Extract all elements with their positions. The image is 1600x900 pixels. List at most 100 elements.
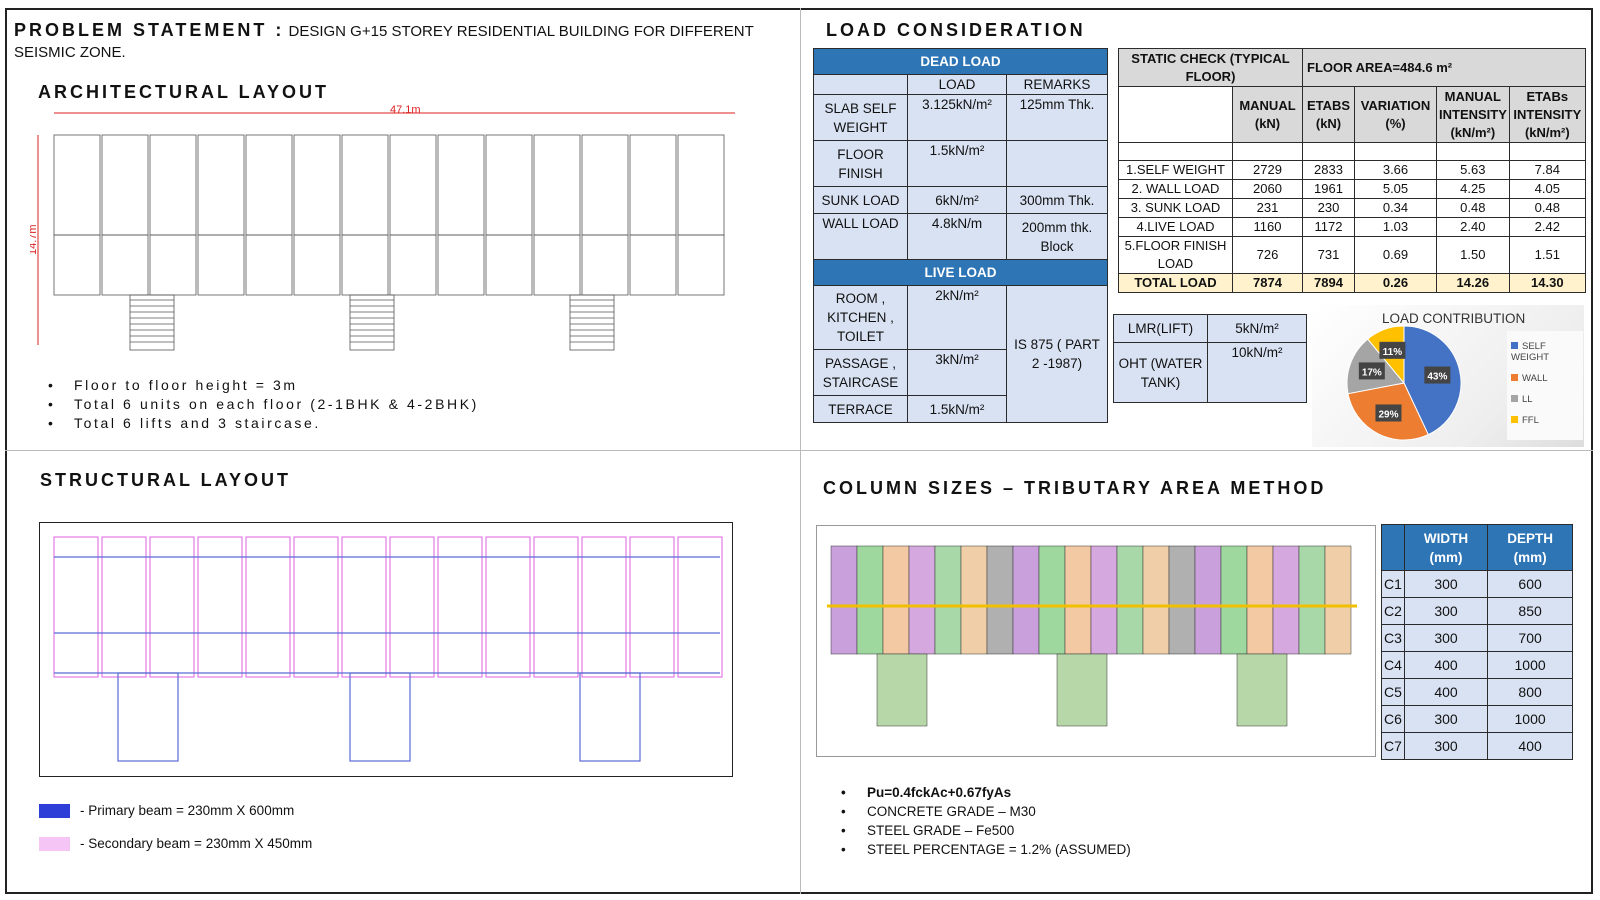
plan-stair [129,294,175,351]
stair-core [117,672,179,762]
slide-frame [5,8,1593,894]
extra-row-name: OHT (WATER TANK) [1113,342,1208,403]
plan-stair [569,294,615,351]
column-cell: 400 [1403,678,1489,706]
column-cell: 1000 [1487,705,1573,733]
extra-row-load: 5kN/m² [1207,314,1307,343]
secondary-beam [53,536,99,678]
column-cell: 850 [1487,597,1573,625]
arch-width-dimension: 47.1m [390,105,421,116]
static-cell: 231 [1232,198,1303,218]
plan-room [101,134,149,236]
tributary-panel [960,545,988,655]
secondary-beam [629,536,675,678]
live-load-caption: LIVE LOAD [813,259,1108,286]
secondary-beam [293,536,339,678]
pie-label-bg [1424,366,1451,384]
column-cell: C2 [1381,597,1405,625]
plan-room [485,134,533,236]
dead-row-load: 1.5kN/m² [907,140,1007,187]
column-cell: C7 [1381,732,1405,760]
pie-svg: 43%29%17%11% [1346,325,1462,441]
column-cell: C1 [1381,570,1405,598]
column-cell: 600 [1487,570,1573,598]
secondary-beam [149,536,195,678]
plan-room [533,234,581,296]
secondary-beam [341,536,387,678]
arch-height-dimension: 14.7m [30,224,39,255]
static-cell: 2.42 [1508,217,1587,237]
secondary-beam-label: - Secondary beam = 230mm X 450mm [80,836,313,851]
legend-swatch [1511,416,1518,423]
tributary-panel [830,545,858,655]
tributary-panel [1272,545,1300,655]
plan-room [149,234,197,296]
live-row-load: 1.5kN/m² [907,395,1007,423]
column-bullet-list: Pu=0.4fckAc+0.67fyAs CONCRETE GRADE – M3… [841,783,1131,859]
lmr-oht-table: LMR(LIFT)5kN/m² OHT (WATER TANK)10kN/m² [1113,314,1307,403]
plan-room [437,234,485,296]
tributary-panel [876,653,928,727]
column-cell: 300 [1403,597,1489,625]
column-cell: 1000 [1487,651,1573,679]
static-cell: 1.SELF WEIGHT [1118,160,1233,180]
legend-entry: WALL [1511,373,1579,384]
arch-bullet: Total 6 lifts and 3 staircase. [48,414,479,433]
dead-load-caption: DEAD LOAD [813,48,1108,75]
plan-room [53,134,101,236]
plan-room [245,134,293,236]
live-row-load: 3kN/m² [907,349,1007,396]
tributary-panel [1168,545,1196,655]
tributary-panel [1220,545,1248,655]
tributary-panel [1236,653,1288,727]
structural-title: STRUCTURAL LAYOUT [40,470,292,490]
secondary-beam [677,536,723,678]
plan-room [437,134,485,236]
column-cell: 300 [1403,570,1489,598]
pie-data-label: 17% [1362,367,1382,378]
plan-room [581,134,629,236]
pie-data-label: 43% [1427,372,1447,383]
static-cell: 1172 [1302,217,1355,237]
column-cell: C6 [1381,705,1405,733]
legend-label: WALL [1522,373,1548,384]
tributary-panel [934,545,962,655]
floor-area: FLOOR AREA=484.6 m² [1302,48,1586,87]
problem-text: DESIGN G+15 STOREY RESIDENTIAL BUILDING … [14,23,754,61]
arch-bullet-list: Floor to floor height = 3m Total 6 units… [48,376,479,433]
tributary-area-drawing [816,525,1376,757]
secondary-beam-legend: - Secondary beam = 230mm X 450mm [39,836,313,852]
dead-row-remarks: 200mm thk. Block [1006,213,1108,260]
secondary-beam [197,536,243,678]
stair-core [579,672,641,762]
column-cell: C3 [1381,624,1405,652]
dead-row-name: SLAB SELF WEIGHT [813,94,908,141]
plan-room [341,234,389,296]
static-check-table: STATIC CHECK (TYPICAL FLOOR)FLOOR AREA=4… [1118,48,1587,293]
plan-room [245,234,293,296]
static-cell: 2833 [1302,160,1355,180]
header-load: LOAD [907,74,1007,95]
plan-room [677,234,725,296]
column-bullet: STEEL GRADE – Fe500 [841,821,1131,840]
static-check-title: STATIC CHECK (TYPICAL FLOOR) [1118,48,1303,87]
static-cell: 1.50 [1436,236,1510,274]
arch-title: ARCHITECTURAL LAYOUT [38,82,330,102]
pie-data-label: 11% [1383,347,1403,358]
static-cell: 5.05 [1354,179,1437,199]
tributary-panel [1064,545,1092,655]
vertical-divider [800,8,801,894]
static-cell: 0.48 [1508,198,1587,218]
plan-room [149,134,197,236]
static-cell: 7.84 [1508,160,1587,180]
dead-row-name: WALL LOAD [813,213,908,260]
tributary-panel [1038,545,1066,655]
